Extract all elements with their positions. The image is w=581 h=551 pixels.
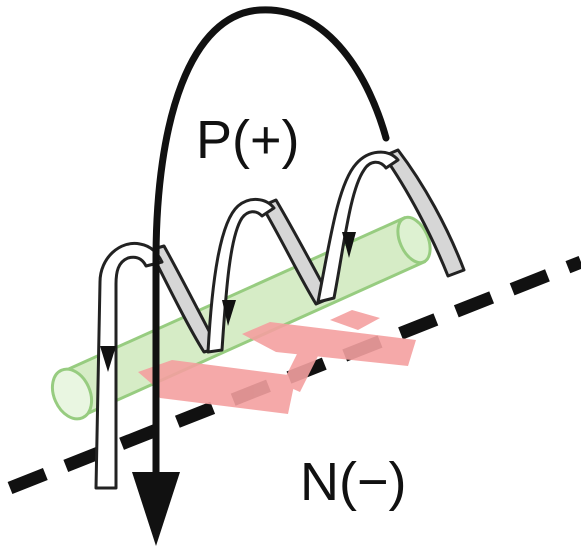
label-negative: N(−) xyxy=(300,452,407,512)
label-positive: P(+) xyxy=(196,110,300,170)
helix-arrowhead-3 xyxy=(342,232,356,258)
helix-arrowhead-1 xyxy=(100,346,116,372)
helix-arrowhead-2 xyxy=(222,300,236,326)
helix-direction-arrows xyxy=(100,232,356,372)
curved-arrow-icon xyxy=(132,6,390,546)
arrowhead-down xyxy=(132,472,180,546)
zigzag-ribbon-icon xyxy=(138,310,416,414)
